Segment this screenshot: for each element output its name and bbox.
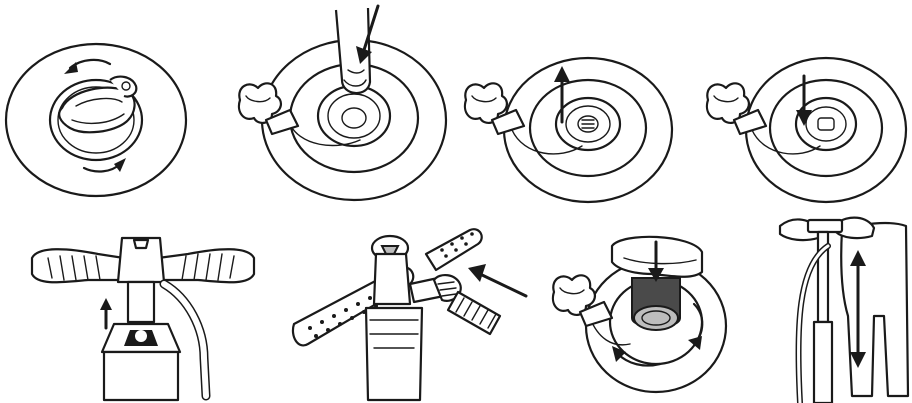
step-1-rotate-valve-cap <box>0 40 190 200</box>
valve-cap-tethered <box>707 83 766 134</box>
valve-cap-tethered <box>239 83 298 134</box>
step-6-connect-hose-to-pump-head <box>290 224 530 400</box>
step-2-press-valve-pin <box>228 0 448 210</box>
step-4-valve-pin-down <box>700 60 912 220</box>
pump-cylinder <box>366 308 422 400</box>
valve-cap-tethered <box>465 83 524 134</box>
connect-arrow-icon <box>480 274 526 296</box>
pump-cylinder <box>814 322 832 403</box>
pump-hose <box>448 292 500 334</box>
step-5-attach-hose-to-pump-base <box>28 228 258 400</box>
step-3-valve-pin-up <box>456 60 676 220</box>
rotate-arrow-bottom-icon <box>84 164 120 171</box>
user-legs <box>841 223 908 396</box>
step-8-pump-handle-up-down <box>778 206 912 403</box>
pump-handle-left <box>32 249 124 282</box>
pump-handle <box>808 220 842 232</box>
step-7-insert-and-twist-hose <box>552 222 732 402</box>
